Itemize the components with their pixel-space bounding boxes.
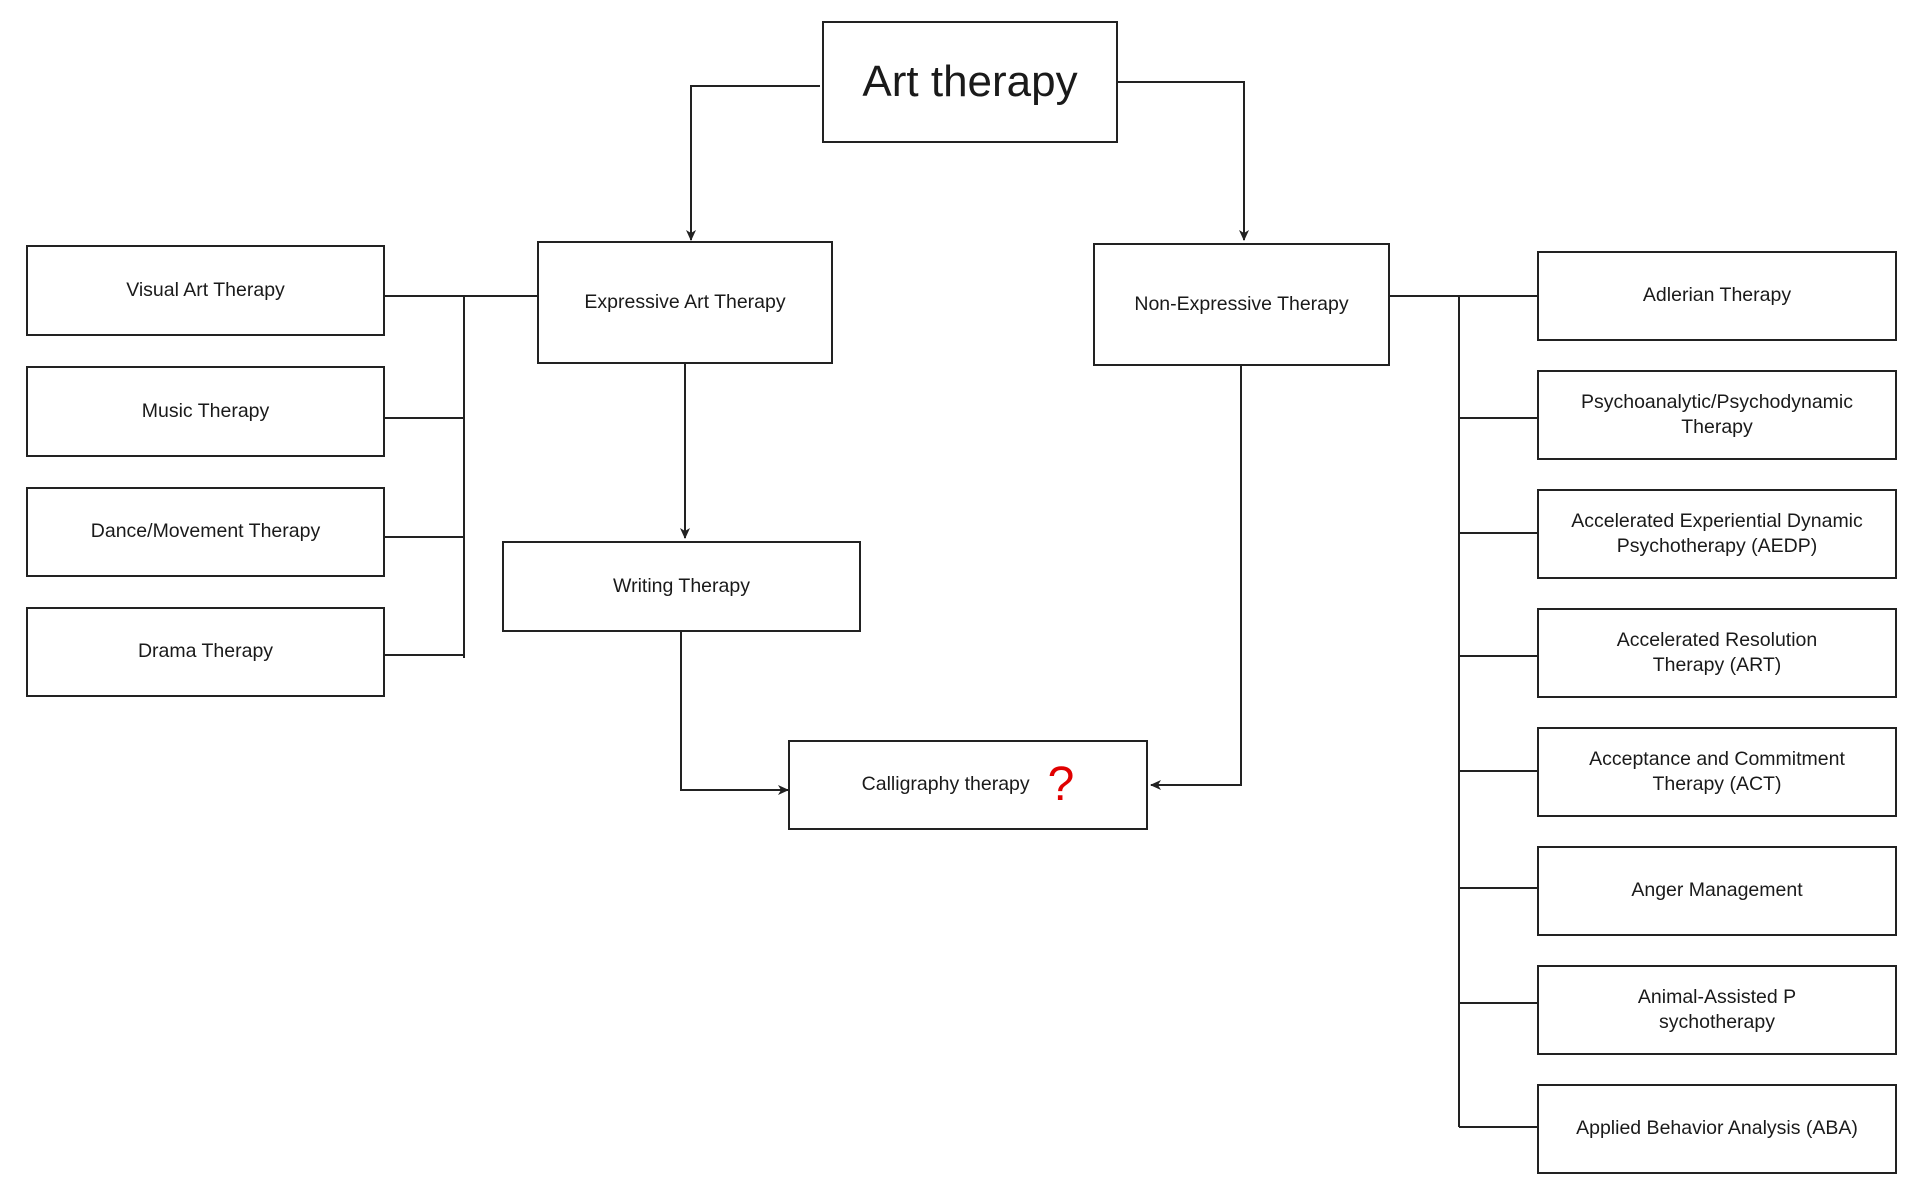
- node-animal-assisted: Animal-Assisted P sychotherapy: [1537, 965, 1897, 1055]
- node-label: Non-Expressive Therapy: [1134, 292, 1349, 315]
- non-expressive-to-calligraphy-arrow: [1150, 366, 1242, 790]
- node-label: Expressive Art Therapy: [584, 290, 786, 313]
- node-drama-therapy: Drama Therapy: [26, 607, 385, 697]
- node-art-resolution: Accelerated Resolution Therapy (ART): [1537, 608, 1897, 698]
- node-label: Psychoanalytic/Psychodynamic Therapy: [1580, 390, 1854, 438]
- node-psychoanalytic-therapy: Psychoanalytic/Psychodynamic Therapy: [1537, 370, 1897, 460]
- node-label: Animal-Assisted P sychotherapy: [1637, 985, 1797, 1033]
- node-label: Accelerated Experiential Dynamic Psychot…: [1571, 509, 1863, 557]
- node-label: Applied Behavior Analysis (ABA): [1576, 1117, 1858, 1140]
- node-label: Writing Therapy: [613, 574, 750, 597]
- node-label: Visual Art Therapy: [126, 278, 285, 301]
- node-art-therapy: Art therapy: [822, 21, 1118, 143]
- writing-to-calligraphy-arrow: [680, 632, 789, 795]
- node-label: Art therapy: [862, 57, 1078, 107]
- node-label: Anger Management: [1631, 879, 1803, 902]
- node-expressive-art-therapy: Expressive Art Therapy: [537, 241, 833, 364]
- node-non-expressive-therapy: Non-Expressive Therapy: [1093, 243, 1390, 366]
- node-label: Accelerated Resolution Therapy (ART): [1616, 628, 1818, 676]
- node-calligraphy-therapy: Calligraphy therapy ?: [788, 740, 1148, 830]
- node-label: Acceptance and Commitment Therapy (ACT): [1589, 747, 1845, 795]
- node-act: Acceptance and Commitment Therapy (ACT): [1537, 727, 1897, 817]
- node-writing-therapy: Writing Therapy: [502, 541, 861, 632]
- node-label: Drama Therapy: [137, 640, 274, 663]
- node-label: Music Therapy: [141, 399, 270, 422]
- node-label: Dance/Movement Therapy: [90, 520, 321, 543]
- node-aedp: Accelerated Experiential Dynamic Psychot…: [1537, 489, 1897, 579]
- node-adlerian-therapy: Adlerian Therapy: [1537, 251, 1897, 341]
- root-to-expressive-arrow: [686, 85, 820, 241]
- node-visual-art-therapy: Visual Art Therapy: [26, 245, 385, 336]
- question-mark-icon: ?: [1047, 758, 1075, 811]
- node-aba: Applied Behavior Analysis (ABA): [1537, 1084, 1897, 1174]
- node-music-therapy: Music Therapy: [26, 366, 385, 457]
- node-label: Calligraphy therapy: [861, 773, 1030, 796]
- root-to-non-expressive-arrow: [1118, 81, 1249, 241]
- node-label: Adlerian Therapy: [1642, 284, 1792, 307]
- node-dance-movement-therapy: Dance/Movement Therapy: [26, 487, 385, 577]
- node-anger-management: Anger Management: [1537, 846, 1897, 936]
